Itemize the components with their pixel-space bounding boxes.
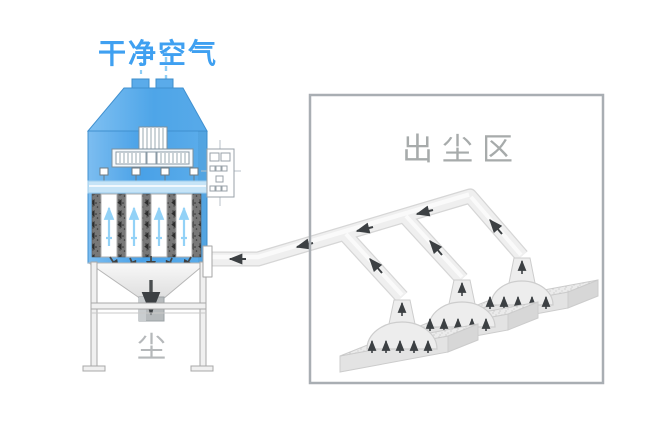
dust-source-station [339, 299, 479, 373]
suction-hood-dome [490, 280, 554, 306]
foot-plate [190, 365, 214, 372]
filter-section [91, 193, 202, 258]
main-duct [206, 188, 528, 303]
dust-source-station [459, 257, 599, 329]
pulse-nozzle [189, 167, 199, 181]
duct-flow-arrows [228, 205, 503, 274]
cross-brace [90, 302, 207, 310]
dust-up-arrows [367, 301, 433, 353]
dust-collector [82, 78, 241, 372]
bag-airflow-arrows [103, 206, 190, 246]
pulse-jet-nozzles [99, 167, 199, 181]
dust-source-stations [339, 257, 599, 373]
dust-area-label: 出尘区 [402, 132, 522, 167]
support-leg [199, 261, 207, 368]
pulse-nozzle [99, 167, 109, 181]
pulse-nozzle [131, 167, 141, 181]
inlet-flange [202, 245, 213, 278]
clean-air-label: 干净空气 [98, 37, 218, 69]
clean-air-plenum-grille [111, 126, 194, 168]
collector-hood [86, 87, 208, 132]
tube-sheet [87, 180, 208, 194]
pulse-nozzle [160, 167, 170, 181]
support-leg [90, 261, 98, 368]
duct-manifold [202, 188, 528, 303]
foot-plate [82, 365, 106, 372]
control-panel [201, 140, 241, 206]
dust-outlet-label: 尘 [137, 332, 167, 364]
dust-area-box [308, 93, 605, 385]
hopper [87, 262, 208, 300]
